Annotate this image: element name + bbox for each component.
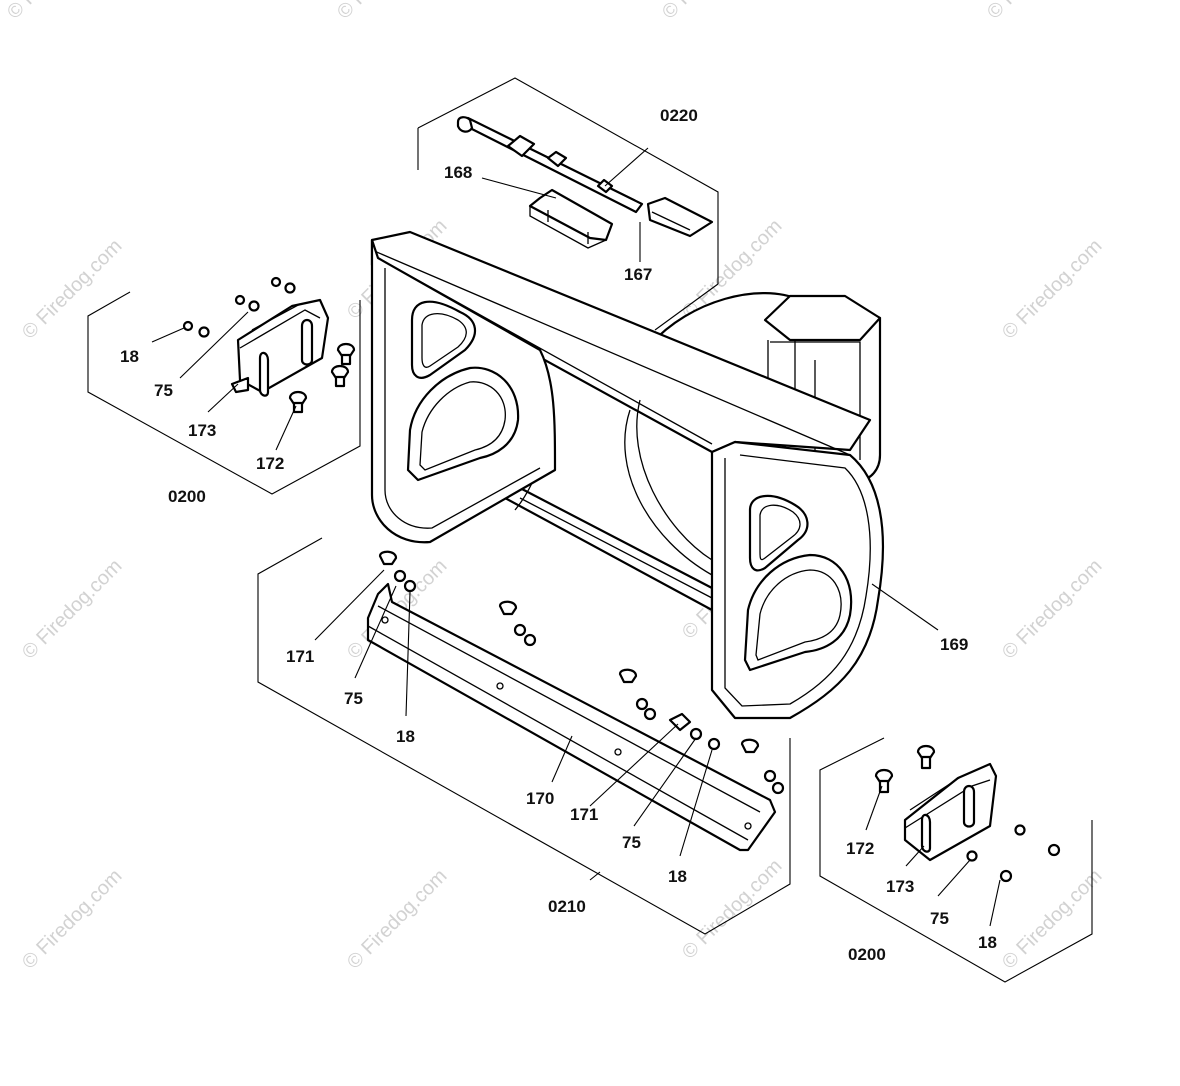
watermark-text: © Firedog.com — [658, 0, 767, 24]
nuts-washers-left — [182, 276, 296, 338]
part-label-173: 173 — [188, 421, 216, 440]
group-label-0200: 0200 — [848, 945, 886, 964]
scraper-bar-170 — [366, 582, 777, 852]
group-label-0220: 0220 — [660, 106, 698, 125]
part-label-75: 75 — [154, 381, 173, 400]
watermark-text: © Firedog.com — [998, 555, 1107, 664]
bolts-172-right — [874, 744, 936, 794]
drive-shaft — [456, 116, 714, 238]
part-label-18: 18 — [396, 727, 415, 746]
bolts-172-left — [288, 342, 356, 414]
part-label-75: 75 — [930, 909, 949, 928]
watermark-text: © Firedog.com — [998, 235, 1107, 344]
leader-lines — [151, 147, 1001, 927]
watermark-text: © Firedog.com — [18, 235, 127, 344]
part-label-75: 75 — [622, 833, 641, 852]
auger-housing — [370, 230, 884, 720]
watermark-text: © Firedog.com — [333, 0, 442, 24]
part-label-171: 171 — [570, 805, 598, 824]
part-label-75: 75 — [344, 689, 363, 708]
group-label-0200: 0200 — [168, 487, 206, 506]
group-label-0210: 0210 — [548, 897, 586, 916]
group-bracket-0220 — [417, 77, 719, 331]
carriage-bolts-171 — [378, 550, 760, 754]
watermark-text: © Firedog.com — [678, 855, 787, 964]
nuts-washers-right — [966, 824, 1061, 883]
part-label-18: 18 — [120, 347, 139, 366]
skid-shoe-right — [903, 762, 998, 862]
group-bracket-0200-left — [87, 291, 361, 495]
part-label-18: 18 — [978, 933, 997, 952]
part-labels: 0220 168 167 18 75 173 172 0200 169 171 … — [120, 106, 997, 964]
watermark-text: © Firedog.com — [3, 0, 112, 24]
watermark-text: © Firedog.com — [998, 865, 1107, 974]
watermark-text: © Firedog.com — [18, 555, 127, 664]
group-bracket-0200-right — [819, 737, 1093, 983]
part-label-172: 172 — [846, 839, 874, 858]
group-bracket-0210 — [257, 537, 791, 935]
part-label-18: 18 — [668, 867, 687, 886]
skid-shoe-left — [230, 298, 330, 397]
watermark-text: © Firedog.com — [18, 865, 127, 974]
part-label-172: 172 — [256, 454, 284, 473]
part-label-169: 169 — [940, 635, 968, 654]
part-label-170: 170 — [526, 789, 554, 808]
shave-plate-168 — [528, 188, 614, 249]
watermark-text: © Firedog.com — [983, 0, 1092, 24]
part-label-173: 173 — [886, 877, 914, 896]
part-label-168: 168 — [444, 163, 472, 182]
nuts-washers-0210 — [393, 569, 785, 795]
part-label-171: 171 — [286, 647, 314, 666]
watermark-text: © Firedog.com — [343, 865, 452, 974]
part-label-167: 167 — [624, 265, 652, 284]
